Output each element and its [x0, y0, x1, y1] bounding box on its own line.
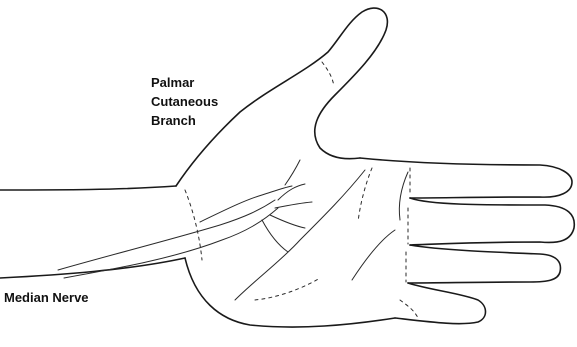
digital-branch-2 [275, 202, 312, 208]
little-finger-outline [395, 283, 486, 324]
middle-finger-outline [410, 198, 574, 245]
median-nerve-label: Median Nerve [4, 288, 89, 307]
index-finger-outline [360, 158, 572, 198]
forearm-lower-outline [0, 258, 185, 278]
dashed-marking-palm [255, 278, 320, 300]
dashed-marking-finger-base [406, 168, 410, 282]
palmar-label-line-3: Branch [151, 111, 218, 130]
palmar-label-line-2: Cutaneous [151, 92, 218, 111]
digital-branch-4 [262, 220, 288, 252]
forearm-upper-outline [0, 186, 176, 190]
median-nerve-line [58, 200, 275, 270]
palmar-cutaneous-branch-label: Palmar Cutaneous Branch [151, 73, 218, 130]
palm-lower-outline [185, 258, 395, 327]
proximal-palmar-crease [352, 230, 395, 280]
distal-palmar-crease [399, 172, 408, 220]
palmar-cutaneous-branch-line [200, 186, 292, 222]
dashed-marking-thumb [322, 62, 334, 86]
thenar-crease [235, 170, 365, 300]
digital-branch-3 [270, 215, 305, 228]
median-nerve-line-lower [64, 208, 278, 278]
dashed-marking-hypothenar [400, 300, 418, 318]
thenar-branch [285, 160, 300, 185]
ring-finger-outline [408, 245, 560, 283]
palmar-label-line-1: Palmar [151, 73, 218, 92]
